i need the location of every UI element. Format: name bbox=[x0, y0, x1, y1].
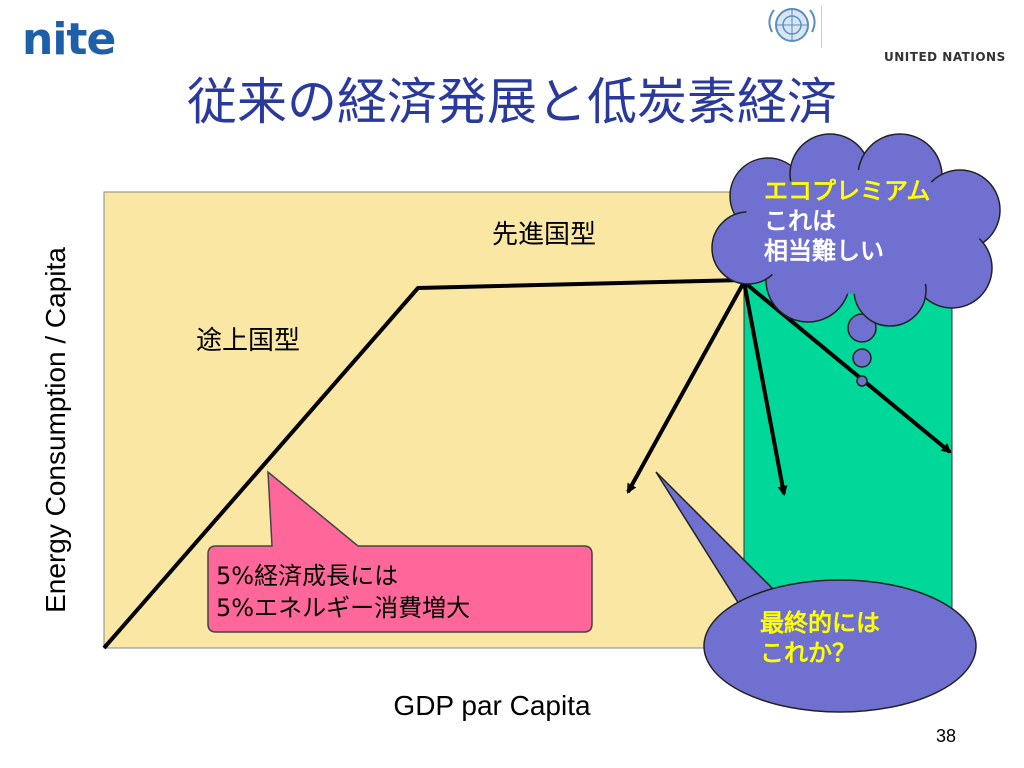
cloud-bubble-line: 相当難しい bbox=[764, 237, 884, 265]
cloud-bubble-line: これは bbox=[764, 207, 836, 235]
pink-callout-line: 5%経済成長には bbox=[216, 562, 399, 590]
un-emblem-icon bbox=[768, 6, 822, 48]
pink-callout-shape bbox=[207, 470, 593, 633]
developed-country-label: 先進国型 bbox=[492, 220, 597, 250]
pink-callout-line: 5%エネルギー消費増大 bbox=[216, 594, 471, 622]
path-arrow-down-left bbox=[626, 281, 746, 494]
x-axis-label: GDP par Capita bbox=[393, 690, 591, 721]
thought-bubble-dot-small bbox=[856, 375, 868, 387]
cloud-bubble-text: エコプレミアム これは 相当難しい bbox=[764, 176, 930, 266]
slide-title: 従来の経済発展と低炭素経済 bbox=[187, 73, 837, 131]
blue-callout-shape bbox=[703, 579, 977, 713]
thought-bubble-dot-large bbox=[847, 313, 877, 343]
blue-callout-text: 最終的には これか？ bbox=[760, 608, 880, 668]
blue-callout-line: これか？ bbox=[760, 639, 856, 667]
thought-bubble-dot-medium bbox=[852, 348, 872, 368]
cloud-bubble-line: エコプレミアム bbox=[764, 177, 931, 205]
development-path-line bbox=[102, 278, 745, 650]
y-axis-label: Energy Consumption / Capita bbox=[40, 247, 71, 613]
partner-name: UNITED NATIONS bbox=[884, 50, 1006, 64]
developing-country-label: 途上国型 bbox=[196, 326, 301, 356]
blue-callout-line: 最終的には bbox=[760, 609, 880, 637]
path-arrow-down bbox=[742, 281, 788, 496]
nite-logo: nite bbox=[22, 14, 116, 65]
page-number: 38 bbox=[936, 726, 957, 746]
pink-callout-text: 5%経済成長には 5%エネルギー消費増大 bbox=[216, 560, 470, 624]
